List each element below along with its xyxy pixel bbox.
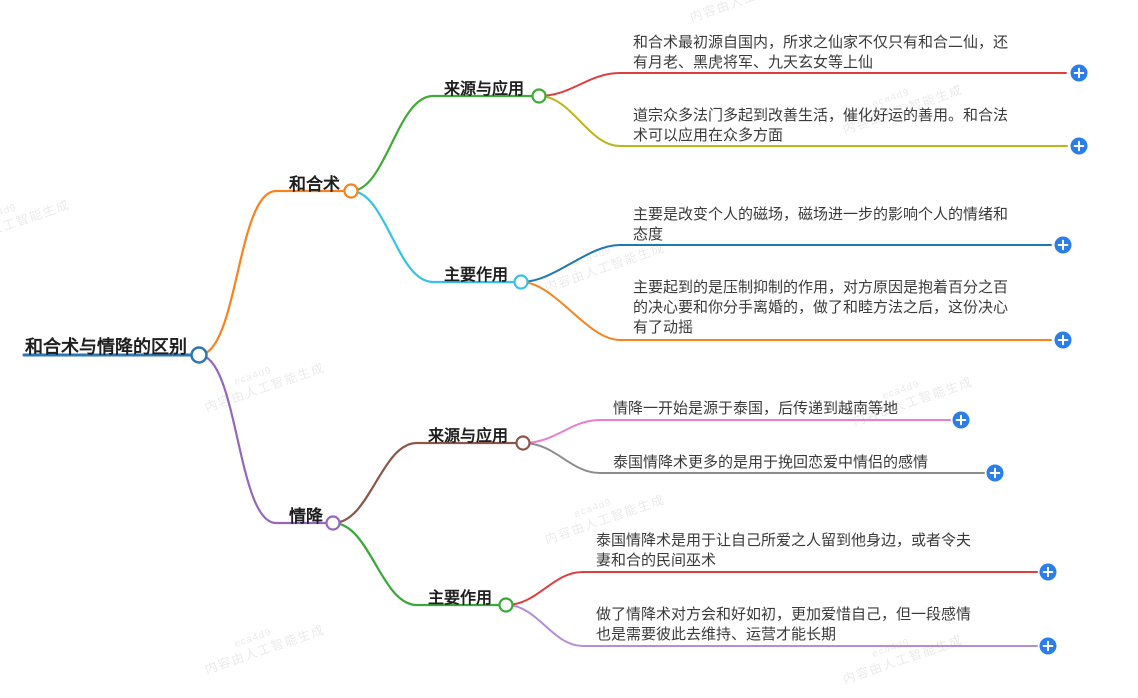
link-main-effect-1 (349, 189, 517, 284)
plus-icon (1057, 334, 1069, 346)
expand-button-leaf-3[interactable] (1054, 236, 1072, 254)
link-leaf-5 (522, 419, 951, 444)
expand-button-leaf-8[interactable] (1039, 637, 1057, 655)
collapse-handle-main-effect-2[interactable] (498, 597, 514, 613)
subnode-main-effect-1[interactable]: 主要作用 (444, 267, 509, 284)
collapse-handle-qing-jiang[interactable] (325, 515, 341, 531)
collapse-handle-source-application-2[interactable] (515, 435, 531, 451)
plus-icon (1057, 239, 1069, 251)
branch-node-qing-jiang[interactable]: 情降 (289, 507, 323, 526)
plus-icon (1073, 140, 1085, 152)
leaf-node-8[interactable]: 做了情降术对方会和好如初，更加爱惜自己，但一段感情 也是需要彼此去维持、运营才能… (596, 606, 972, 643)
expand-button-leaf-7[interactable] (1039, 563, 1057, 581)
leaf-node-2[interactable]: 道宗众多法门多起到改善生活，催化好运的善用。和合法 术可以应用在众多方面 (633, 107, 1009, 144)
subnode-main-effect-2[interactable]: 主要作用 (428, 590, 493, 607)
collapse-handle-root[interactable] (190, 346, 208, 364)
subnode-source-application-2[interactable]: 来源与应用 (428, 428, 509, 445)
leaf-node-5[interactable]: 情降一开始是源于泰国，后传递到越南等地 (613, 400, 899, 417)
link-leaf-3 (520, 244, 1052, 283)
link-leaf-2 (538, 95, 1068, 147)
link-leaf-8 (505, 604, 1038, 647)
leaf-node-4[interactable]: 主要起到的是压制抑制的作用，对方原因是抱着百分之百 的决心要和你分手离婚的，做了… (633, 279, 1009, 336)
expand-button-leaf-2[interactable] (1070, 137, 1088, 155)
plus-icon (1073, 67, 1085, 79)
plus-icon (1042, 566, 1054, 578)
expand-button-leaf-1[interactable] (1070, 64, 1088, 82)
link-leaf-6 (522, 442, 985, 474)
link-source-application-2 (331, 441, 519, 525)
link-leaf-1 (538, 72, 1067, 97)
expand-button-leaf-5[interactable] (952, 411, 970, 429)
plus-icon (1042, 640, 1054, 652)
link-source-application-1 (349, 94, 535, 193)
collapse-handle-main-effect-1[interactable] (513, 274, 529, 290)
plus-icon (955, 414, 967, 426)
collapse-handle-hehe-shu[interactable] (343, 183, 359, 199)
plus-icon (989, 467, 1001, 479)
link-leaf-7 (505, 571, 1038, 606)
root-node-label[interactable]: 和合术与情降的区别 (25, 337, 187, 357)
link-hehe-shu (197, 189, 347, 357)
leaf-node-7[interactable]: 泰国情降术是用于让自己所爱之人留到他身边，或者令夫 妻和合的民间巫术 (596, 532, 972, 569)
link-leaf-4 (520, 281, 1052, 341)
leaf-node-1[interactable]: 和合术最初源自国内，所求之仙家不仅只有和合二仙，还 有月老、黑虎将军、九天玄女等… (633, 34, 1009, 71)
expand-button-leaf-6[interactable] (986, 464, 1004, 482)
subnode-source-application-1[interactable]: 来源与应用 (444, 81, 525, 98)
branch-node-hehe-shu[interactable]: 和合术 (289, 175, 340, 194)
collapse-handle-source-application-1[interactable] (531, 88, 547, 104)
leaf-node-3[interactable]: 主要是改变个人的磁场，磁场进一步的影响个人的情绪和 态度 (633, 206, 1009, 243)
leaf-node-6[interactable]: 泰国情降术更多的是用于挽回恋爱中情侣的感情 (613, 454, 929, 471)
link-main-effect-2 (331, 521, 502, 607)
expand-button-leaf-4[interactable] (1054, 331, 1072, 349)
link-qing-jiang (197, 353, 329, 525)
